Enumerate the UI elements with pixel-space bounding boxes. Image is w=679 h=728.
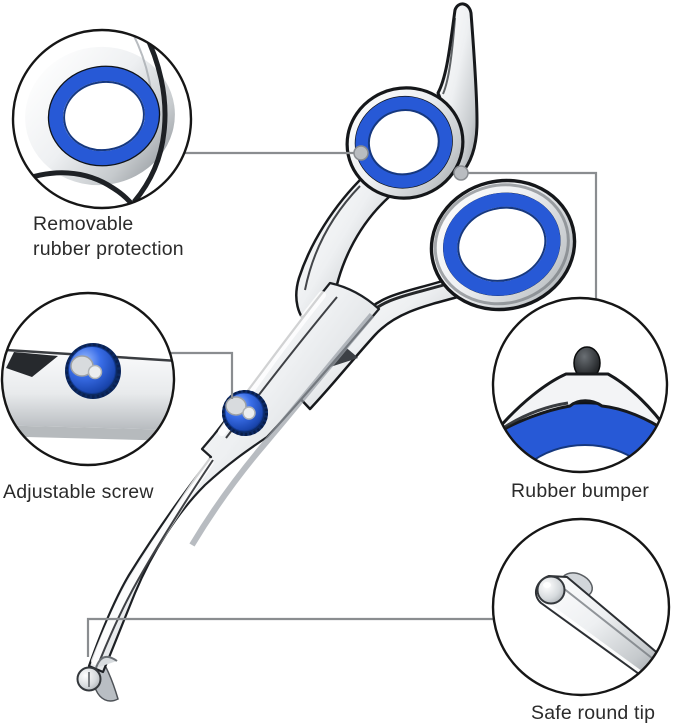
callout3-circle <box>491 296 669 474</box>
callout-safe-round-tip <box>491 517 671 697</box>
callout2-circle <box>0 291 176 467</box>
finger-ring-rubber <box>443 192 561 296</box>
leader-safe-round-tip <box>86 617 493 657</box>
label-safe-round-tip: Safe round tip <box>531 702 656 724</box>
thumb-ring <box>345 86 465 200</box>
callout-adjustable-screw <box>0 291 176 467</box>
callout1-rubber-ring <box>49 66 159 166</box>
callout-removable-rubber-protection <box>11 28 193 210</box>
label-removable-rubber-protection: Removable rubber protection <box>33 213 184 261</box>
callout2-screw <box>65 343 121 399</box>
callout1-circle <box>11 28 193 210</box>
label-rubber-bumper: Rubber bumper <box>511 480 650 502</box>
leader-lines <box>86 145 598 657</box>
leader-rubber-bumper <box>467 171 598 299</box>
callout4-round-tip <box>536 575 566 605</box>
leader-adjustable-screw <box>170 351 234 399</box>
finger-ring <box>429 178 577 312</box>
callout4-circle <box>491 517 671 697</box>
pivot-screw <box>222 390 268 436</box>
label-adjustable-screw: Adjustable screw <box>3 481 154 503</box>
anchor-dot-rubber-protection <box>353 145 369 161</box>
callout-rubber-bumper <box>491 296 669 474</box>
scissors-body <box>76 2 577 702</box>
anchor-dot-rubber-bumper <box>453 165 469 181</box>
